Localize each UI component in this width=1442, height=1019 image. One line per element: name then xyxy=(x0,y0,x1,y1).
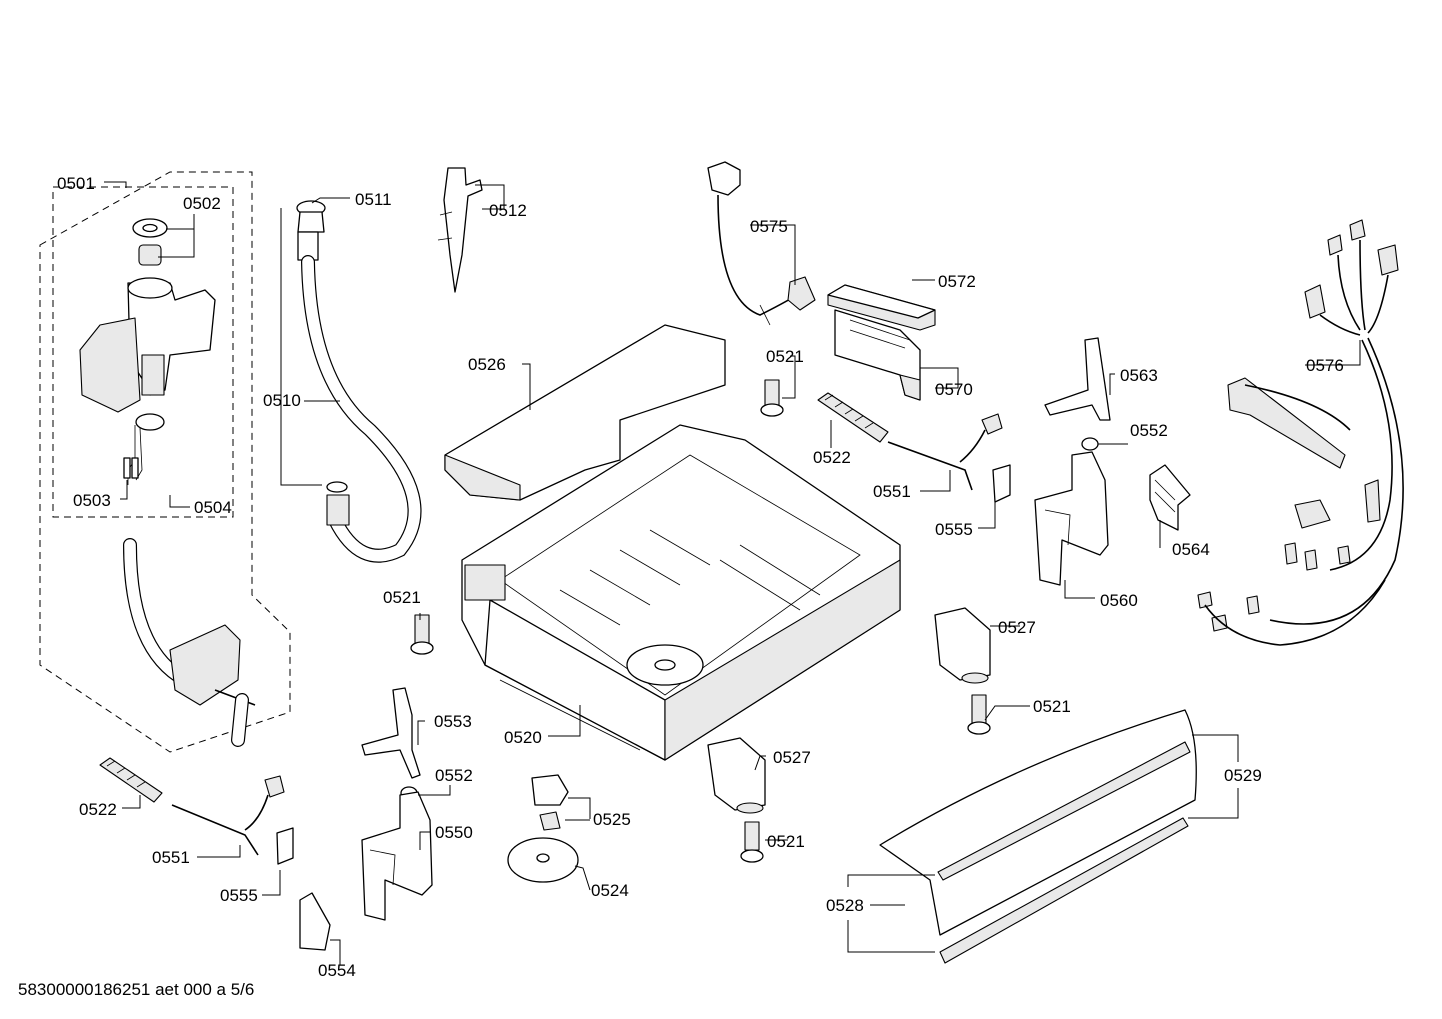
label-0555-a: 0555 xyxy=(935,520,973,539)
label-0528: 0528 xyxy=(826,896,864,915)
label-0554: 0554 xyxy=(318,961,356,980)
label-0527-a: 0527 xyxy=(998,618,1036,637)
sensor-cable-0551-b xyxy=(171,775,285,856)
side-plate-0550 xyxy=(361,791,433,921)
label-0521-a: 0521 xyxy=(766,347,804,366)
aquastop-inlet-assembly xyxy=(39,171,291,753)
label-0524: 0524 xyxy=(591,881,629,900)
base-lid-0526 xyxy=(444,324,726,501)
clip-0555-a xyxy=(992,464,1011,503)
screw-0521-a xyxy=(760,379,784,417)
label-0560: 0560 xyxy=(1100,591,1138,610)
clip-0555-b xyxy=(276,827,294,865)
foot-0527-b xyxy=(707,737,766,814)
label-0555-b: 0555 xyxy=(220,886,258,905)
label-0521-d: 0521 xyxy=(767,832,805,851)
washer-0552-a xyxy=(1081,437,1099,451)
leader-lines xyxy=(104,181,1361,965)
label-0502: 0502 xyxy=(183,194,221,213)
spring-0522-a xyxy=(817,392,889,443)
document-id: 58300000186251 aet 000 a 5/6 xyxy=(18,980,255,999)
disc-0524 xyxy=(507,837,579,883)
label-0575: 0575 xyxy=(750,217,788,236)
label-0510: 0510 xyxy=(263,391,301,410)
label-0521-c: 0521 xyxy=(1033,697,1071,716)
hinge-bracket-0553 xyxy=(361,687,421,779)
label-0527-b: 0527 xyxy=(773,748,811,767)
leveling-spike-0512 xyxy=(437,167,483,293)
control-module-0570 xyxy=(834,309,921,401)
label-0576: 0576 xyxy=(1306,356,1344,375)
label-0512: 0512 xyxy=(489,201,527,220)
label-0511: 0511 xyxy=(355,190,392,209)
side-plate-0560 xyxy=(1034,451,1109,586)
hinge-0554 xyxy=(299,892,331,951)
foot-0527-a xyxy=(934,607,991,684)
drain-hose xyxy=(296,200,422,563)
label-0522-b: 0522 xyxy=(79,800,117,819)
label-0522-a: 0522 xyxy=(813,448,851,467)
screw-0521-c xyxy=(967,694,991,735)
label-0551-a: 0551 xyxy=(873,482,911,501)
label-0521-b: 0521 xyxy=(383,588,421,607)
label-0551-b: 0551 xyxy=(152,848,190,867)
label-0525: 0525 xyxy=(593,810,631,829)
bracket-0564 xyxy=(1149,464,1191,531)
label-0529: 0529 xyxy=(1224,766,1262,785)
label-0552-a: 0552 xyxy=(1130,421,1168,440)
base-tub-0520 xyxy=(461,424,901,761)
mains-cable-0575 xyxy=(707,161,816,326)
label-0563: 0563 xyxy=(1120,366,1158,385)
hinge-bracket-0563 xyxy=(1044,337,1111,421)
label-0520: 0520 xyxy=(504,728,542,747)
sensor-cable-0551-a xyxy=(887,413,1003,491)
label-0503: 0503 xyxy=(73,491,111,510)
sensor-0525 xyxy=(531,774,569,831)
wiring-harness-0576 xyxy=(1197,219,1404,646)
label-0550: 0550 xyxy=(435,823,473,842)
screw-0521-d xyxy=(740,821,764,863)
spring-0522-b xyxy=(99,757,163,803)
label-0570: 0570 xyxy=(935,380,973,399)
label-0501: 0501 xyxy=(57,174,95,193)
screw-0521-b xyxy=(410,614,434,655)
label-0572: 0572 xyxy=(938,272,976,291)
label-0526: 0526 xyxy=(468,355,506,374)
label-0552-b: 0552 xyxy=(435,766,473,785)
control-cover-0572 xyxy=(827,284,936,331)
label-0564: 0564 xyxy=(1172,540,1210,559)
label-0553: 0553 xyxy=(434,712,472,731)
plinth-panel-0529 xyxy=(879,709,1197,964)
part-labels: 0501 0502 0503 0504 0510 0511 0512 0526 … xyxy=(57,174,1344,980)
label-0504: 0504 xyxy=(194,498,232,517)
